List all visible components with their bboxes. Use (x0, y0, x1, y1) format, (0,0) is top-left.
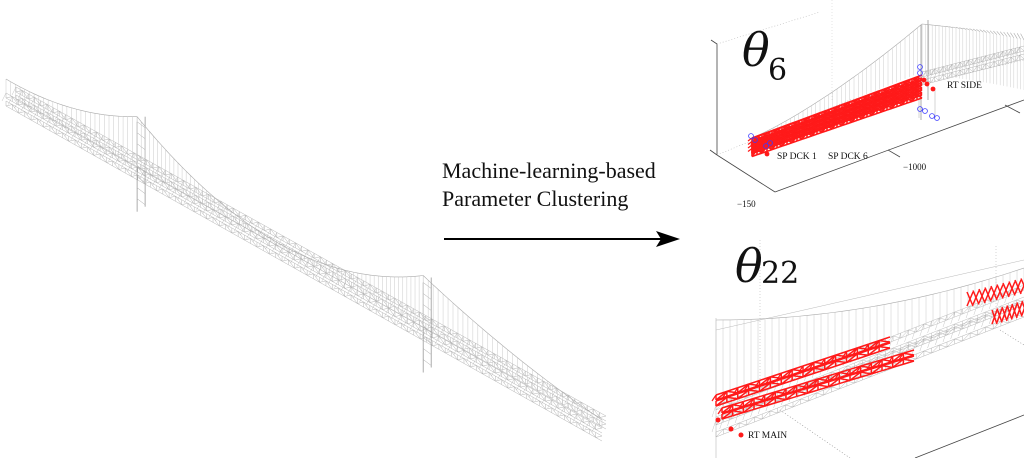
suspension-cables (5, 78, 603, 428)
node-marker (929, 113, 935, 119)
node-marker (728, 426, 734, 432)
theta-subscript: 22 (761, 256, 799, 291)
full-bridge-model (1, 78, 607, 442)
tower-2 (422, 277, 432, 373)
label-rt-main: RT MAIN (748, 431, 787, 441)
node-marker (917, 106, 923, 112)
label-rt-side: RT SIDE (947, 81, 982, 91)
label-sp-dck-1: SP DCK 1 (777, 152, 817, 162)
node-marker (748, 133, 754, 139)
highlighted-truss-2 (717, 349, 915, 420)
clustered-deck-members (747, 74, 923, 158)
node-marker-filled (764, 151, 770, 157)
panel-title: θ 6 (742, 23, 787, 88)
node-marker (763, 143, 769, 149)
node-marker-filled (921, 77, 927, 83)
highlighted-truss-1 (711, 336, 891, 407)
node-marker (922, 108, 928, 114)
node-marker (767, 140, 773, 146)
highlighted-truss-far (966, 278, 1024, 325)
theta-subscript: 6 (768, 53, 787, 88)
bridge-deck-segment (917, 45, 1024, 86)
node-marker-filled (759, 147, 765, 153)
tick-label-minus-1000: −1000 (903, 162, 927, 172)
node-marker (752, 137, 758, 143)
caption-line-1: Machine-learning-based (442, 158, 656, 183)
node-marker (738, 432, 744, 438)
bridge-deck-upper (1, 92, 603, 442)
node-markers (748, 64, 940, 157)
node-marker-filled (930, 86, 936, 92)
label-sp-dck-6: SP DCK 6 (828, 152, 868, 162)
caption-line-2: Parameter Clustering (442, 186, 628, 211)
theta-symbol: θ (742, 23, 770, 77)
axes-box (709, 0, 1024, 193)
bridge-segment-wire (751, 20, 1024, 140)
node-marker (917, 64, 923, 70)
tick-label-minus-150: −150 (737, 199, 756, 209)
clustered-truss-members (711, 278, 1024, 420)
node-marker-filled (924, 81, 930, 87)
caption-group: Machine-learning-based Parameter Cluster… (442, 158, 680, 247)
node-marker (917, 70, 923, 76)
highlighted-deck-girder-4 (747, 89, 923, 158)
panel-title: θ 22 (735, 239, 799, 293)
theta-symbol: θ (735, 239, 763, 293)
panel-theta-6: θ 6 SP DCK 1 SP DCK 6 RT SIDE −1000 −150 (709, 0, 1024, 209)
node-marker (934, 115, 940, 121)
right-arrow-icon (444, 231, 680, 247)
panel-theta-22: θ 22 RT MAIN (711, 239, 1024, 458)
node-marker (715, 417, 721, 423)
bridge-deck-lower (11, 86, 607, 430)
node-marker-filled (750, 142, 756, 148)
